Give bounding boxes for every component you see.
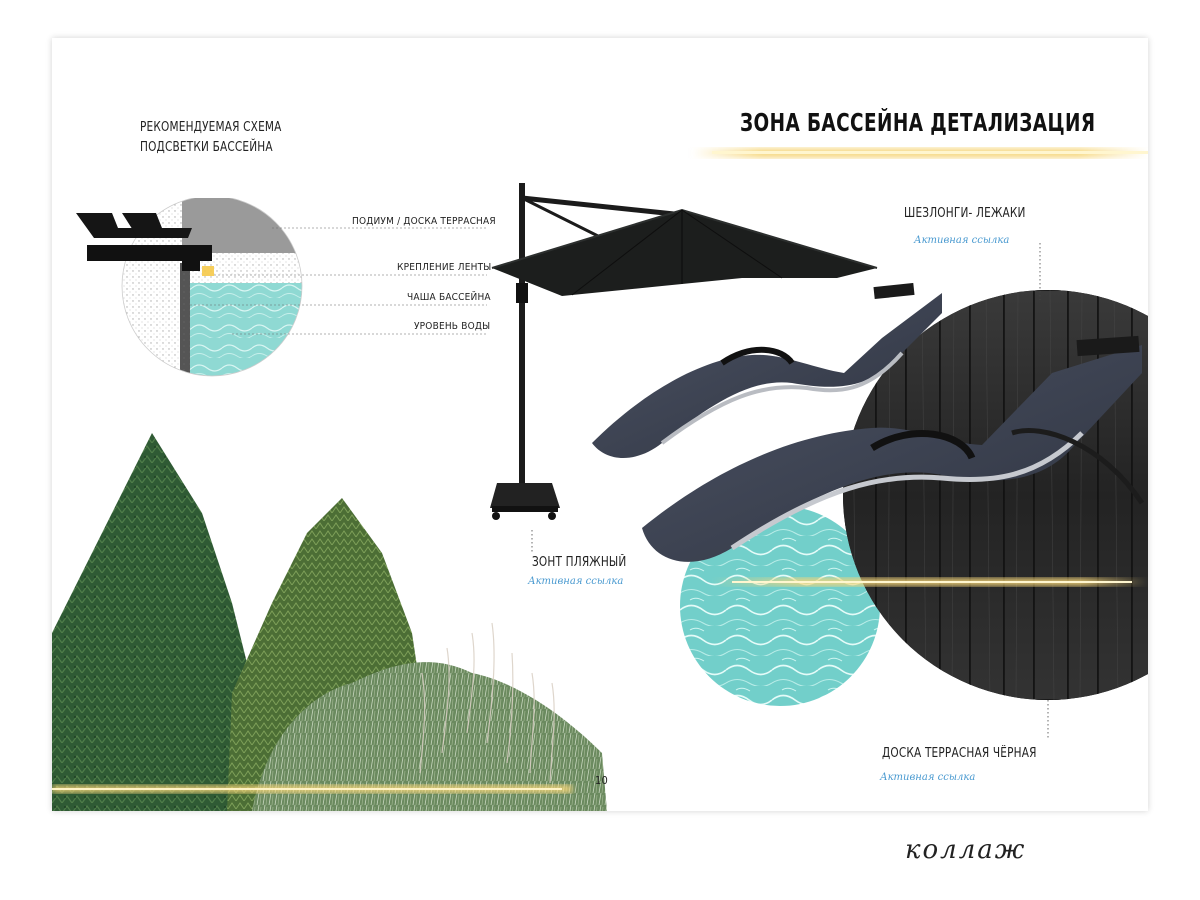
glow-layer <box>692 148 1148 158</box>
leader-lines <box>531 243 1049 740</box>
callout-pool-bowl: ЧАША БАССЕЙНА <box>407 292 491 303</box>
handwritten-caption: коллаж <box>905 835 1027 865</box>
lighting-scheme-diagram <box>76 198 487 377</box>
conifer-plants-image <box>52 433 607 811</box>
umbrella-link[interactable]: Активная ссылка <box>528 576 624 587</box>
decking-link[interactable]: Активная ссылка <box>880 772 976 783</box>
loungers-link[interactable]: Активная ссылка <box>914 235 1010 246</box>
decking-label: ДОСКА ТЕРРАСНАЯ ЧЁРНАЯ <box>882 746 1037 761</box>
beach-umbrella-image <box>490 183 878 520</box>
scheme-title-line2: ПОДСВЕТКИ БАССЕЙНА <box>140 140 273 155</box>
callout-podium: ПОДИУМ / ДОСКА ТЕРРАСНАЯ <box>352 216 496 227</box>
umbrella-label: ЗОНТ ПЛЯЖНЫЙ <box>532 555 627 570</box>
callout-tape-mount: КРЕПЛЕНИЕ ЛЕНТЫ <box>397 262 492 273</box>
page-title: ЗОНА БАССЕЙНА ДЕТАЛИЗАЦИЯ <box>740 108 1096 137</box>
board-sheet: РЕКОМЕНДУЕМАЯ СХЕМА ПОДСВЕТКИ БАССЕЙНА З… <box>52 38 1148 811</box>
sun-loungers-image <box>592 283 1145 562</box>
scheme-title: РЕКОМЕНДУЕМАЯ СХЕМА ПОДСВЕТКИ БАССЕЙНА <box>140 118 282 158</box>
pool-water-swatch <box>680 506 880 706</box>
loungers-label: ШЕЗЛОНГИ- ЛЕЖАКИ <box>904 206 1026 221</box>
scheme-title-line1: РЕКОМЕНДУЕМАЯ СХЕМА <box>140 120 282 135</box>
callout-water-level: УРОВЕНЬ ВОДЫ <box>414 321 491 332</box>
water-glow-strip <box>712 578 1148 586</box>
page-number: 10 <box>595 774 608 787</box>
